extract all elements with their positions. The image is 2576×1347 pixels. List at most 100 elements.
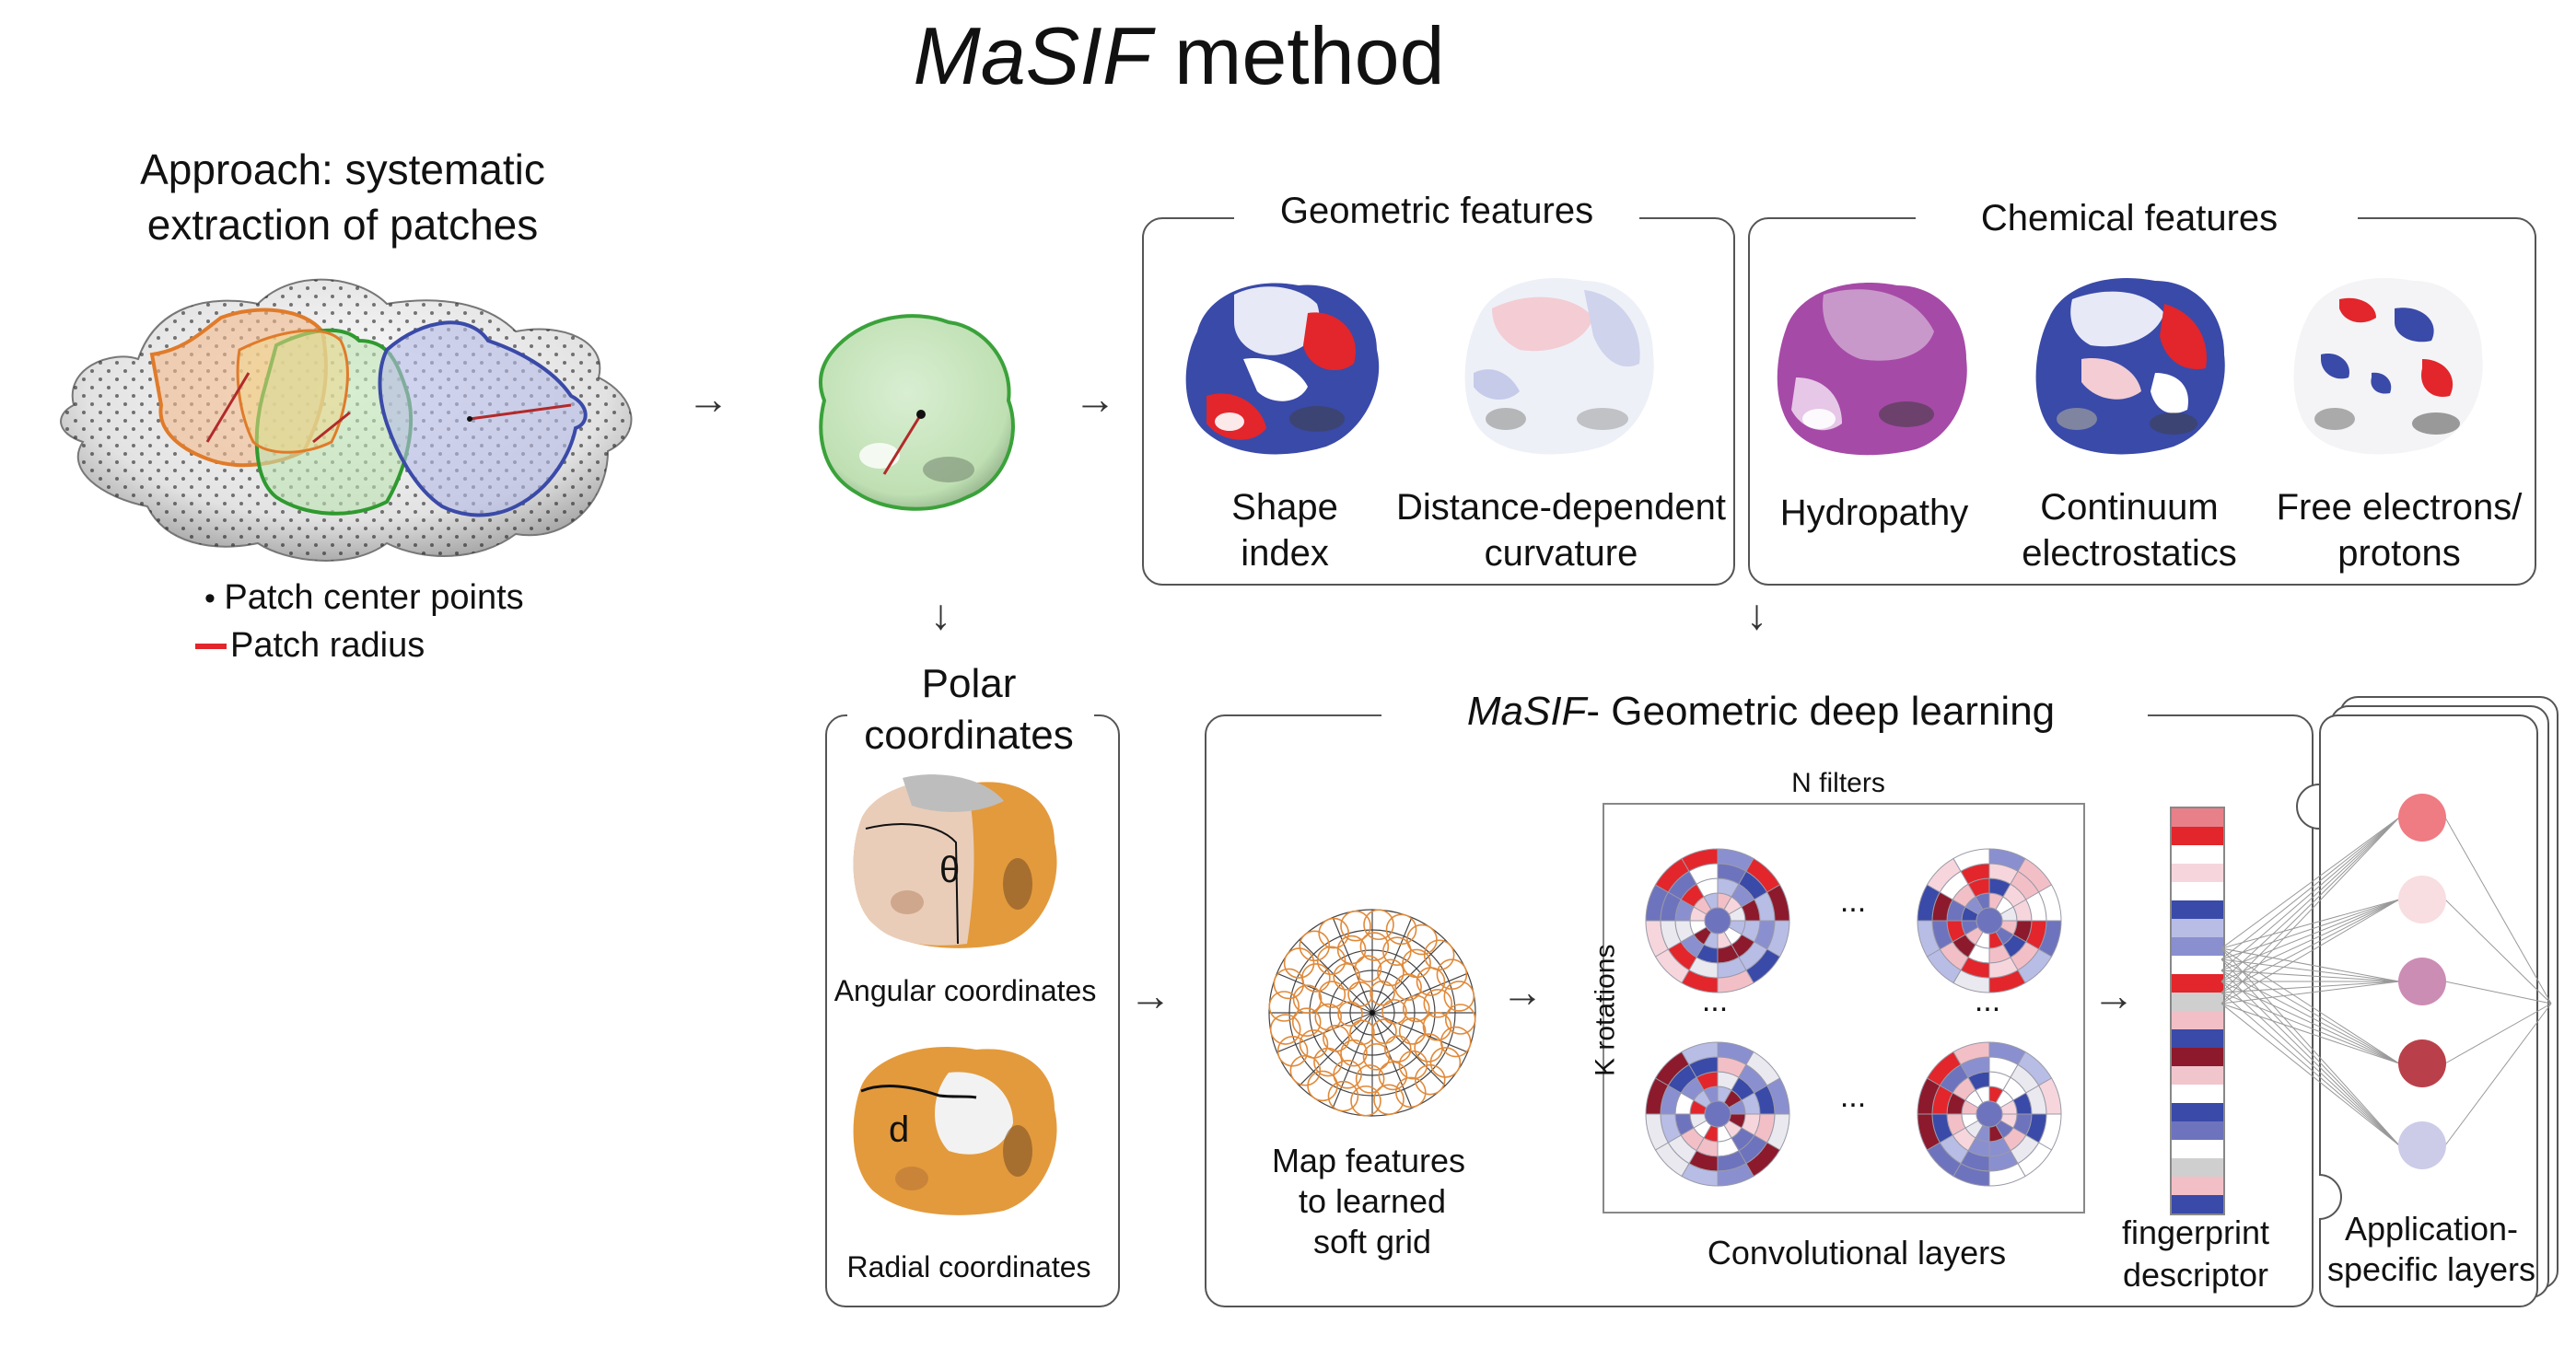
polar-filter <box>1645 848 1790 993</box>
arrow-right-icon: → <box>1074 375 1116 423</box>
angular-coordinates-label: Angular coordinates <box>833 974 1097 1007</box>
fingerprint-cell <box>2172 1140 2223 1158</box>
fingerprint-cell <box>2172 1048 2223 1066</box>
fingerprint-cell <box>2172 900 2223 919</box>
arrow-right-icon: → <box>1501 968 1544 1016</box>
patch-blue <box>378 320 588 517</box>
free-electrons-patch <box>2293 277 2483 455</box>
application-label-line2: specific layers <box>2326 1250 2536 1288</box>
free-electrons-label-line2: protons <box>2337 533 2461 574</box>
curvature-label-line1: Distance-dependent <box>1395 487 1727 528</box>
curvature-patch <box>1464 277 1654 455</box>
fingerprint-cell <box>2172 1121 2223 1140</box>
fingerprint-cell <box>2172 864 2223 882</box>
legend-center-label: Patch center points <box>224 578 524 617</box>
fingerprint-cell <box>2172 956 2223 974</box>
fingerprint-descriptor-bar <box>2170 807 2225 1215</box>
center-dot-icon: • <box>204 581 225 616</box>
curvature-label-line2: curvature <box>1484 533 1638 574</box>
radial-patch: d <box>853 1046 1057 1215</box>
polar-title-line1: Polar <box>921 661 1017 706</box>
polar-filter <box>1917 1041 2062 1187</box>
map-features-label-line1: Map features <box>1271 1142 1466 1179</box>
electrostatics-patch <box>2035 277 2225 455</box>
polar-filter <box>1917 848 2062 993</box>
theta-label: θ <box>939 850 960 890</box>
fingerprint-cell <box>2172 1177 2223 1195</box>
radius-line-icon <box>195 644 227 649</box>
network-node <box>2398 1039 2446 1087</box>
fingerprint-cell <box>2172 937 2223 956</box>
arrow-down-icon: ↓ <box>1746 590 1767 638</box>
protein-surface <box>60 278 633 562</box>
neural-network-layer <box>2220 794 2552 1169</box>
arrow-down-icon: ↓ <box>930 590 951 638</box>
connector-tab <box>2318 1174 2342 1220</box>
title-rest-part: method <box>1151 10 1445 101</box>
convolutional-layers-panel <box>1603 803 2085 1213</box>
approach-title-line2: extraction of patches <box>146 201 539 249</box>
masif-box-title: MaSIF- Geometric deep learning <box>1467 689 2055 736</box>
fingerprint-cell <box>2172 993 2223 1011</box>
shape-index-label-line1: Shape <box>1231 487 1338 528</box>
legend-center-points: • Patch center points <box>204 578 524 619</box>
electrostatics-label-line1: Continuum <box>2040 487 2219 528</box>
fingerprint-cell <box>2172 1195 2223 1213</box>
polar-filter <box>1645 1041 1790 1187</box>
fingerprint-cell <box>2172 1029 2223 1048</box>
geometric-features-title: Geometric features <box>1279 191 1594 231</box>
fingerprint-cell <box>2172 974 2223 993</box>
connector-tab <box>2296 784 2320 830</box>
arrow-right-icon: → <box>687 375 729 423</box>
fingerprint-label-line1: fingerprint <box>2121 1213 2270 1251</box>
n-filters-label: N filters <box>1791 768 1885 798</box>
main-title: MaSIF method <box>913 9 1444 102</box>
masif-title-italic: MaSIF <box>1466 689 1587 734</box>
fingerprint-cell <box>2172 845 2223 864</box>
hydropathy-label: Hydropathy <box>1779 493 1969 533</box>
ellipsis-vertical: ... <box>1701 983 1729 1018</box>
convolutional-layers-label: Convolutional layers <box>1707 1234 2007 1272</box>
fingerprint-cell <box>2172 1085 2223 1103</box>
chemical-features-title: Chemical features <box>1980 198 2279 238</box>
masif-title-rest: - Geometric deep learning <box>1586 689 2056 734</box>
ellipsis-vertical: ... <box>1974 983 2001 1018</box>
ellipsis-horizontal: ... <box>1839 1079 1867 1114</box>
fingerprint-cell <box>2172 808 2223 827</box>
fingerprint-cell <box>2172 919 2223 937</box>
learned-soft-grid <box>1268 909 1476 1117</box>
shape-index-patch <box>1185 283 1380 455</box>
fingerprint-label-line2: descriptor <box>2122 1256 2269 1294</box>
shape-index-label-line2: index <box>1241 533 1329 574</box>
fingerprint-cell <box>2172 1103 2223 1121</box>
fingerprint-cell <box>2172 1066 2223 1085</box>
electrostatics-label-line2: electrostatics <box>2022 533 2237 574</box>
network-node <box>2398 876 2446 923</box>
k-rotations-label: K rotations <box>1590 944 1621 1076</box>
map-features-label-line3: soft grid <box>1312 1223 1432 1260</box>
hydropathy-patch <box>1777 283 1967 456</box>
legend-radius: Patch radius <box>230 626 425 665</box>
polar-title-line2: coordinates <box>864 713 1074 758</box>
ellipsis-horizontal: ... <box>1839 884 1867 919</box>
title-italic-part: MaSIF <box>913 10 1152 101</box>
application-label-line1: Application- <box>2344 1210 2519 1248</box>
network-node <box>2398 1121 2446 1169</box>
fingerprint-cell <box>2172 1011 2223 1029</box>
network-node <box>2398 958 2446 1005</box>
radial-coordinates-label: Radial coordinates <box>846 1250 1091 1283</box>
fingerprint-cell <box>2172 1158 2223 1177</box>
arrow-right-icon: → <box>2092 971 2135 1019</box>
fingerprint-cell <box>2172 882 2223 900</box>
fingerprint-cell <box>2172 827 2223 845</box>
patch-yellow <box>236 329 349 454</box>
d-label: d <box>889 1109 909 1150</box>
free-electrons-label-line1: Free electrons/ <box>2276 487 2523 528</box>
approach-title-line1: Approach: systematic <box>140 145 545 193</box>
map-features-label-line2: to learned <box>1298 1182 1447 1220</box>
angular-patch: θ <box>853 774 1057 948</box>
network-node <box>2398 794 2446 842</box>
arrow-right-icon: → <box>1129 971 1171 1019</box>
single-patch <box>819 314 1015 511</box>
